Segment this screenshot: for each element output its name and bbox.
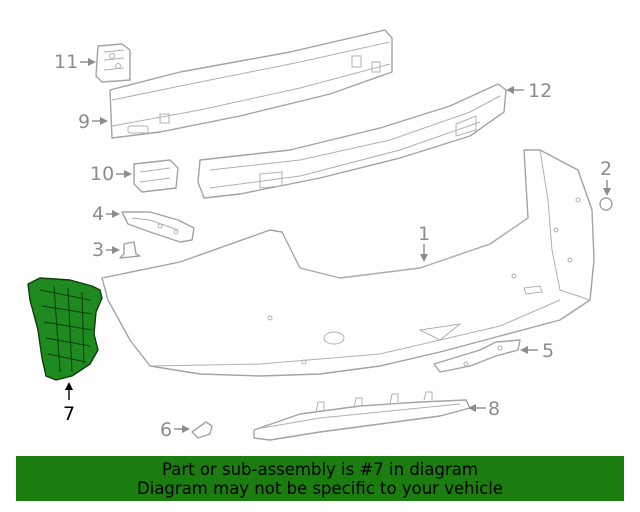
svg-text:6: 6 [160,419,172,441]
part-5-bracket [433,339,521,373]
svg-text:3: 3 [92,239,104,261]
part-4-retainer [121,211,195,243]
callout-5: 5 [520,340,554,362]
part-11-bracket [95,43,131,83]
callout-1: 1 [418,223,430,262]
callout-11: 11 [54,51,96,73]
svg-text:12: 12 [528,80,552,102]
svg-text:4: 4 [92,203,104,225]
part-3-clip [119,241,141,259]
callout-9: 9 [78,111,108,133]
svg-text:9: 9 [78,111,90,133]
part-10-bracket [133,159,179,193]
part-6-cap [191,421,213,439]
part-12-absorber [197,83,507,199]
callout-12: 12 [506,80,552,102]
banner-line-disclaimer: Diagram may not be specific to your vehi… [137,478,503,498]
info-banner: Part or sub-assembly is #7 in diagram Di… [16,456,624,501]
callout-6: 6 [160,419,190,441]
callout-2: 2 [600,158,612,196]
part-1-bumper-cover [101,149,595,377]
svg-text:7: 7 [63,403,75,425]
callout-8: 8 [468,398,500,420]
svg-text:11: 11 [54,51,78,73]
banner-line-part: Part or sub-assembly is #7 in diagram [162,459,478,479]
svg-text:5: 5 [542,340,554,362]
callout-10: 10 [90,163,132,185]
svg-text:8: 8 [488,398,500,420]
part-2-plug [599,197,613,211]
callout-7: 7 [63,382,75,425]
svg-text:2: 2 [600,158,612,180]
callout-4: 4 [92,203,120,225]
svg-text:10: 10 [90,163,114,185]
part-7-highlighted-bracket [27,277,103,381]
part-8-valance [253,391,471,441]
callout-3: 3 [92,239,120,261]
parts-diagram: 11 9 10 4 3 12 2 1 5 [27,29,613,441]
svg-text:1: 1 [418,223,430,245]
part-9-reinforcement [109,29,393,139]
